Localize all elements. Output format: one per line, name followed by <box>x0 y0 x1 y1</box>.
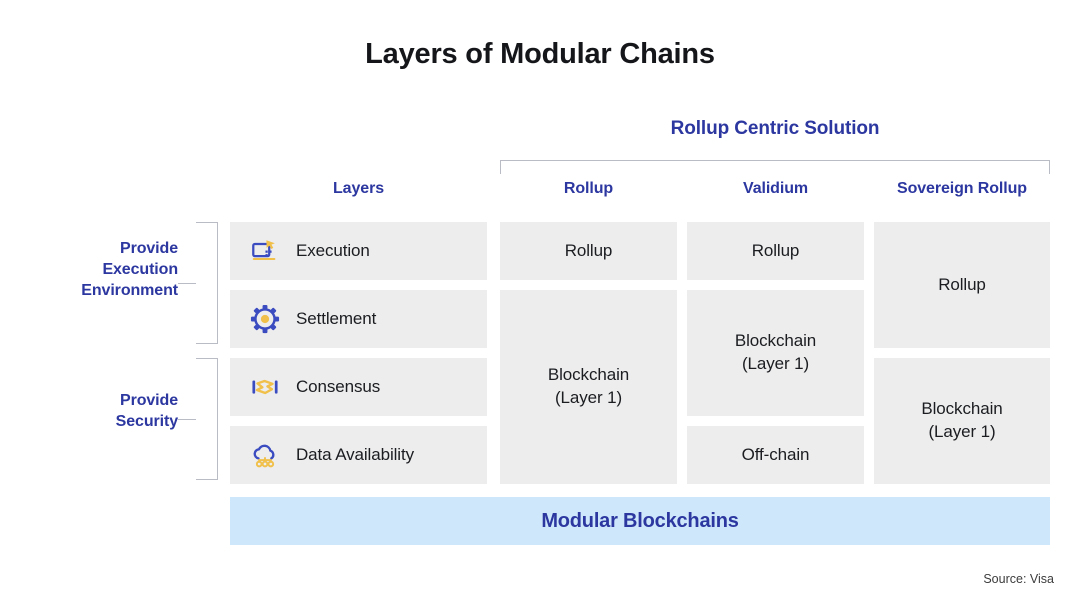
layer-label: Execution <box>296 241 370 260</box>
layer-row-execution: Execution <box>230 222 487 280</box>
matrix-cell-label: Rollup <box>938 274 986 294</box>
group-bracket-execution <box>196 222 218 344</box>
modular-blockchains-label: Modular Blockchains <box>541 509 739 532</box>
matrix-cell-label: Off-chain <box>741 444 810 464</box>
matrix-cell-label: Blockchain(Layer 1) <box>921 399 1003 441</box>
layer-row-consensus: Consensus <box>230 358 487 416</box>
group-tick-execution <box>178 283 196 284</box>
column-header-sovereign-rollup: Sovereign Rollup <box>897 180 1027 197</box>
matrix-cell-sovereign_rollup-0: Rollup <box>874 222 1050 348</box>
gear-icon <box>250 304 280 334</box>
matrix-cell-label: Blockchain(Layer 1) <box>547 365 630 407</box>
layer-row-data-availability: Data Availability <box>230 426 487 484</box>
matrix-cell-rollup-0: Rollup <box>500 222 677 280</box>
matrix-cell-label: Rollup <box>564 240 613 260</box>
matrix-cell-sovereign_rollup-2: Blockchain(Layer 1) <box>874 358 1050 484</box>
layer-label: Settlement <box>296 309 377 328</box>
monitor-cursor-icon <box>252 240 276 260</box>
handshake-icon <box>252 379 278 395</box>
source-note: Source: Visa <box>983 572 1054 586</box>
column-header-layers: Layers <box>333 180 384 197</box>
layer-row-settlement: Settlement <box>230 290 487 348</box>
group-tick-security <box>178 419 196 420</box>
cloud-nodes-icon <box>253 444 275 468</box>
matrix-cell-label: Rollup <box>751 240 800 260</box>
matrix-cell-validium-0: Rollup <box>687 222 864 280</box>
modular-blockchains-bar: Modular Blockchains <box>230 497 1050 545</box>
column-header-rollup: Rollup <box>563 180 614 197</box>
rollup-centric-solution-bracket <box>500 160 1050 174</box>
matrix-cell-validium-3: Off-chain <box>687 426 864 484</box>
matrix-cell-validium-1: Blockchain(Layer 1) <box>687 290 864 416</box>
matrix-cell-label: Blockchain(Layer 1) <box>734 331 817 373</box>
group-bracket-security <box>196 358 218 480</box>
rollup-centric-solution-label: Rollup Centric Solution <box>670 118 880 139</box>
column-header-validium: Validium <box>743 180 808 197</box>
page-title: Layers of Modular Chains <box>365 38 715 70</box>
layer-label: Consensus <box>296 377 381 396</box>
layer-label: Data Availability <box>296 445 414 464</box>
matrix-cell-rollup-1: Blockchain(Layer 1) <box>500 290 677 484</box>
